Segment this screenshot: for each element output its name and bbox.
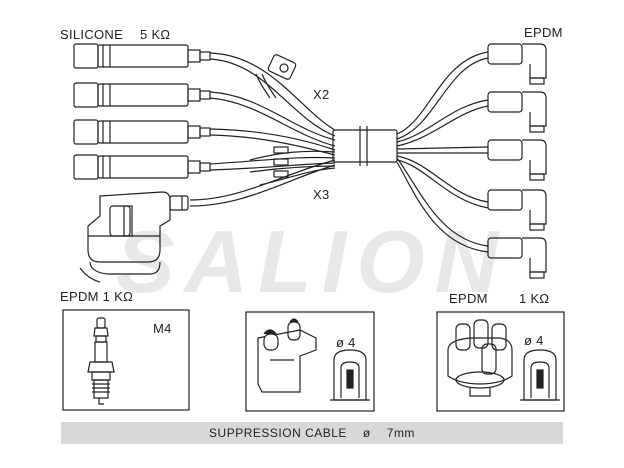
distributor-cap-box-2 (436, 311, 565, 412)
x3-markers (273, 146, 289, 178)
x2-clip (255, 54, 297, 99)
spark-plug-box (62, 309, 190, 411)
epdm-plug-4 (487, 189, 547, 231)
silicone-plug-2 (73, 82, 211, 108)
epdm-coil-label: EPDM 1 KΩ (60, 289, 134, 304)
epdm-plug-1 (487, 43, 547, 85)
epdm-plug-2 (487, 91, 547, 133)
cap-cross-section-2 (520, 349, 560, 401)
silicone-resistance-label: 5 KΩ (140, 27, 171, 42)
bundle-sleeve (332, 126, 398, 166)
x3-label: X3 (313, 187, 330, 202)
right-cables (396, 51, 489, 253)
watermark: SALION (116, 212, 508, 311)
m4-label: M4 (153, 321, 172, 336)
spark-plug (87, 317, 115, 405)
cap-connector-1 (257, 318, 317, 393)
suppression-cable-footer: SUPPRESSION CABLE ø 7mm (61, 422, 563, 444)
silicone-plug-4 (73, 154, 211, 180)
epdm-plug-3 (487, 139, 547, 181)
cap-connector-2 (447, 319, 513, 397)
footer-diameter: 7mm (386, 426, 415, 440)
x2-label: X2 (313, 87, 330, 102)
footer-text: SUPPRESSION CABLE (209, 426, 347, 440)
epdm-cap-label: EPDM (449, 291, 488, 306)
diameter-label-2: ø 4 (524, 333, 544, 348)
distributor-cap-box-1 (245, 311, 375, 412)
silicone-plug-3 (73, 119, 211, 145)
epdm-plug-5 (487, 237, 547, 279)
cap-resistance-label: 1 KΩ (519, 291, 550, 306)
silicone-label: SILICONE (60, 27, 124, 42)
epdm-top-label: EPDM (524, 25, 563, 40)
footer-diameter-symbol: ø (362, 426, 371, 440)
diameter-label-1: ø 4 (336, 335, 356, 350)
silicone-plug-1 (73, 43, 211, 69)
cap-cross-section-1 (330, 349, 370, 401)
coil-connector (79, 191, 189, 283)
